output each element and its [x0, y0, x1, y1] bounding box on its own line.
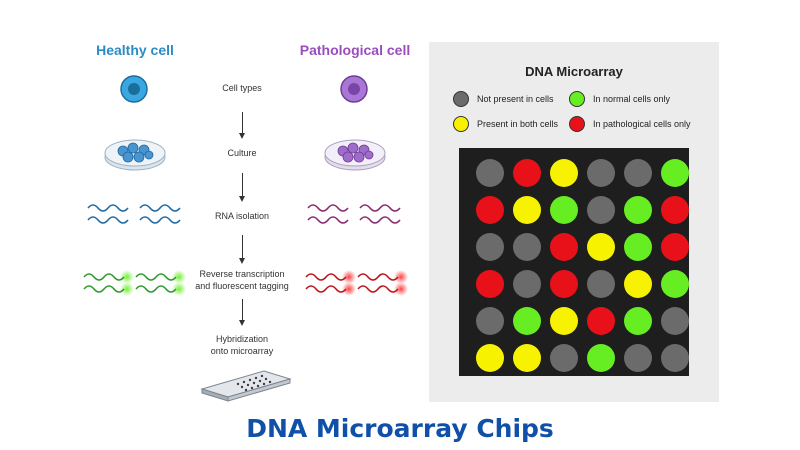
- legend-label: In normal cells only: [593, 94, 671, 104]
- microarray-spot: [587, 233, 615, 261]
- microarray-spot: [476, 196, 504, 224]
- arrow-1: [239, 112, 245, 139]
- healthy-cell-icon: [120, 75, 148, 103]
- microarray-spot: [624, 196, 652, 224]
- microarray-spot: [513, 307, 541, 335]
- pathological-cell-icon: [340, 75, 368, 103]
- microarray-spot: [587, 344, 615, 372]
- microarray-panel: DNA Microarray Not present in cells In n…: [429, 42, 719, 402]
- legend-both: Present in both cells: [453, 115, 558, 133]
- step-culture: Culture: [227, 148, 257, 158]
- microarray-spot: [624, 307, 652, 335]
- microarray-spot: [550, 307, 578, 335]
- legend-dot-gray: [453, 91, 469, 107]
- microarray-spot: [661, 270, 689, 298]
- microarray-spot: [587, 307, 615, 335]
- microarray-spot: [476, 270, 504, 298]
- microarray-spot: [661, 344, 689, 372]
- microarray-spot: [624, 159, 652, 187]
- legend-dot-red: [569, 116, 585, 132]
- legend-dot-yellow: [453, 116, 469, 132]
- pathological-culture-dish-icon: [324, 139, 386, 171]
- legend-normal-only: In normal cells only: [569, 90, 670, 108]
- page-title: DNA Microarray Chips: [246, 414, 554, 443]
- step-cell-types: Cell types: [222, 83, 262, 93]
- microarray-spot: [587, 196, 615, 224]
- microarray-spot: [661, 159, 689, 187]
- microarray-spot: [661, 233, 689, 261]
- microarray-spot: [550, 159, 578, 187]
- legend-label: In pathological cells only: [593, 119, 691, 129]
- microarray-spot: [587, 270, 615, 298]
- microarray-spot: [513, 270, 541, 298]
- microarray-spot: [476, 307, 504, 335]
- microarray-spot: [550, 196, 578, 224]
- microarray-spot: [476, 159, 504, 187]
- microarray-slide-icon: [200, 370, 292, 402]
- microarray-spot: [476, 344, 504, 372]
- step-hybridization: Hybridization onto microarray: [210, 334, 274, 356]
- microarray-spot: [624, 344, 652, 372]
- legend-dot-green: [569, 91, 585, 107]
- arrow-3: [239, 235, 245, 264]
- microarray-spot: [513, 196, 541, 224]
- legend-not-present: Not present in cells: [453, 90, 554, 108]
- legend-label: Not present in cells: [477, 94, 554, 104]
- arrow-2: [239, 173, 245, 202]
- arrow-4: [239, 299, 245, 326]
- microarray-spot: [661, 307, 689, 335]
- microarray-spot: [476, 233, 504, 261]
- microarray-spot: [513, 344, 541, 372]
- microarray-spot: [550, 344, 578, 372]
- microarray-spot: [624, 233, 652, 261]
- healthy-tagged-strands: [83, 270, 186, 296]
- pathological-tagged-strands: [305, 270, 408, 296]
- legend-pathological-only: In pathological cells only: [569, 115, 691, 133]
- microarray-spot: [513, 159, 541, 187]
- microarray-grid: [459, 148, 689, 376]
- step-reverse-transcription: Reverse transcription and fluorescent ta…: [195, 269, 289, 291]
- healthy-culture-dish-icon: [104, 139, 166, 171]
- microarray-spot: [550, 270, 578, 298]
- legend-label: Present in both cells: [477, 119, 559, 129]
- microarray-spot: [513, 233, 541, 261]
- microarray-title: DNA Microarray: [525, 64, 623, 79]
- healthy-rna-strands: [87, 204, 181, 224]
- healthy-cell-title: Healthy cell: [96, 42, 174, 58]
- microarray-spot: [661, 196, 689, 224]
- microarray-spot: [550, 233, 578, 261]
- microarray-spot: [624, 270, 652, 298]
- microarray-spot: [587, 159, 615, 187]
- step-rna-isolation: RNA isolation: [214, 211, 270, 221]
- pathological-rna-strands: [307, 204, 401, 224]
- pathological-cell-title: Pathological cell: [299, 42, 411, 58]
